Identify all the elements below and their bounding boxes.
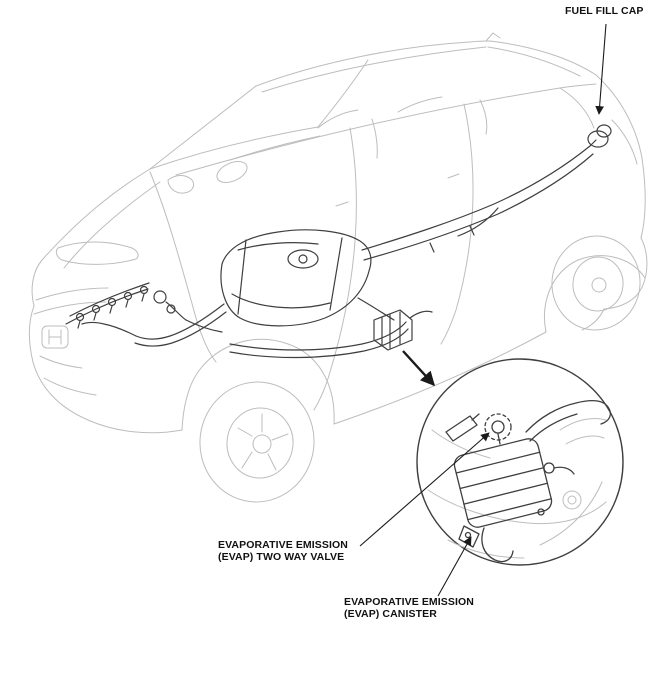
evap-canister-detail [445, 400, 612, 563]
antenna-fin [485, 32, 501, 42]
rear-wheel [551, 235, 641, 331]
fuel-fill-cap-label: FUEL FILL CAP [565, 5, 644, 17]
fuel-fill-cap-leader-line [595, 23, 607, 115]
evap-two-way-valve-label-line2: (EVAP) TWO WAY VALVE [218, 550, 345, 563]
fuel-evap-system-line-art [65, 124, 612, 359]
evap-two-way-valve-label: EVAPORATIVE EMISSION (EVAP) TWO WAY VALV… [218, 539, 348, 563]
callout-lines [359, 23, 607, 597]
injector-rail [65, 282, 150, 329]
fender-line [149, 171, 217, 363]
canister-bracket [458, 525, 480, 548]
evap-canister-label: EVAPORATIVE EMISSION (EVAP) CANISTER [344, 596, 474, 620]
cowl-line [149, 126, 319, 170]
detail-view [416, 358, 624, 566]
front-wheel [199, 381, 315, 503]
honda-badge [41, 325, 69, 349]
fuel-tank [220, 229, 372, 327]
beltline [175, 83, 597, 176]
fuel-fill-cap [596, 124, 612, 138]
fuel-feed-lines [135, 303, 225, 340]
two-way-valve-leader-line [359, 432, 490, 547]
evap-canister-label-line2: (EVAP) CANISTER [344, 607, 437, 620]
hood-edge [41, 168, 151, 261]
detail-background-structure [427, 417, 607, 559]
fuel-filler-neck [587, 130, 609, 148]
hood-crease [63, 181, 161, 269]
fuel-filler-pipe [361, 145, 591, 251]
evap-canister-label-line1: EVAPORATIVE EMISSION [344, 596, 474, 608]
detail-zoom-arrow [402, 350, 435, 387]
harness-cluster [153, 290, 223, 333]
a-pillar [149, 85, 257, 170]
rear-door-line [440, 103, 474, 345]
canister-ribs [455, 451, 552, 521]
headlight [55, 241, 139, 265]
canister-leader-line [437, 536, 472, 597]
car-line-art [28, 32, 648, 503]
detail-circle [416, 358, 624, 566]
mirror [167, 175, 195, 194]
roof-line [255, 40, 491, 87]
underbody-lines [229, 321, 407, 351]
two-way-valve [491, 420, 505, 434]
front-wheel-arch [181, 338, 335, 431]
canister-top-hose [525, 400, 612, 433]
canister-body [453, 438, 553, 528]
evap-canister-small [373, 309, 433, 351]
front-door-line [313, 127, 357, 411]
evap-two-way-valve-label-line1: EVAPORATIVE EMISSION [218, 539, 348, 551]
sill-line [333, 331, 547, 425]
fuel-pump-ring [287, 249, 319, 269]
canister-bottom-hose [481, 527, 514, 563]
